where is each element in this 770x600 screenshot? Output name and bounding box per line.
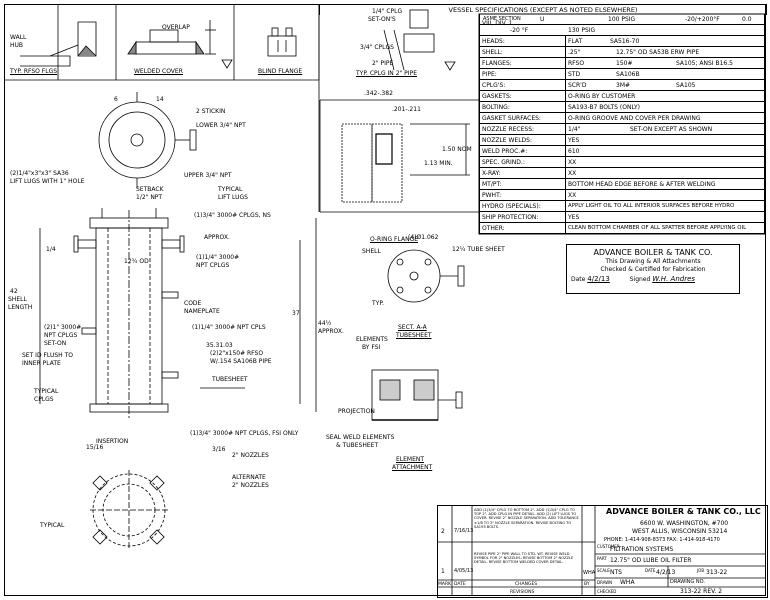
rfso-flange-detail — [20, 21, 97, 67]
spec-row-ship: SHIP PROTECTION:YES — [479, 212, 765, 223]
spec-header: VESSEL SPECIFICATIONS (EXCEPT AS NOTED E… — [319, 4, 767, 15]
label-typ-rfso: TYP. RFSO FLGS — [10, 68, 58, 75]
spec-row-code: ASME SECTION VIII, DIV. 1 U 100 PSIG -20… — [479, 14, 765, 27]
address-line2: WEST ALLIS, WISCONSIN 53214 — [632, 528, 728, 535]
job: 313-22 — [706, 569, 728, 576]
spec-row-cplgs: CPLG'S: SCR'D 3M# SA105 — [479, 80, 765, 91]
revision-1-text: REVISE PIPE 2" PIPE WALL TO STD. WT. REV… — [474, 552, 574, 565]
spec-row-weld-proc: WELD PROC.#:610 — [479, 146, 765, 157]
certification-stamp: ADVANCE BOILER & TANK CO. This Drawing &… — [566, 244, 740, 294]
label-cplg-pipe: TYP. CPLG IN 2" PIPE — [356, 70, 417, 77]
customer: FILTRATION SYSTEMS — [610, 546, 674, 553]
spec-row-bolting: BOLTING:SA193-B7 BOLTS (ONLY) — [479, 102, 765, 113]
spec-row-nozzle-recess: NOZZLE RECESS:1/4"SET-ON EXCEPT AS SHOWN — [479, 124, 765, 135]
phone-fax: PHONE: 1-414-908-8373 FAX: 1-414-918-417… — [604, 537, 720, 543]
cplg-pipe-detail — [383, 9, 456, 71]
spec-row-gaskets: GASKETS:O-RING BY CUSTOMER — [479, 91, 765, 102]
spec-row-flanges: FLANGES: RFSO 150# SA105; ANSI B16.5 — [479, 58, 765, 69]
drawn: WHA — [620, 579, 635, 586]
element-attachment — [371, 369, 463, 421]
scale: NTS — [610, 569, 622, 576]
tb-date: 4/2/13 — [656, 569, 676, 576]
welded-cover-detail — [127, 20, 233, 69]
label-tubesheet: TUBESHEET — [396, 332, 432, 339]
drawing-number: 313-22 REV. 2 — [680, 588, 723, 595]
revision-2-text: ADD (1)3/4" CPLG TO BOTTOM 2". ADD (1)3/… — [474, 508, 579, 529]
titleblock-grid — [437, 505, 766, 596]
label-attachment: ATTACHMENT — [392, 464, 433, 471]
spec-row-mdmt: -20 °F 130 PSIG — [479, 25, 765, 36]
oring-flange-detail — [319, 99, 479, 213]
spec-row-other: OTHER:CLEAN BOTTOM CHAMBER OF ALL SPATTE… — [479, 223, 765, 234]
spec-row-spec-grind: SPEC. GRIND.:XX — [479, 157, 765, 168]
spec-row-xray: X-RAY:XX — [479, 168, 765, 179]
label-element: ELEMENT — [396, 456, 425, 463]
label-sect-aa: SECT. A-A — [398, 324, 427, 331]
spec-row-hydro: HYDRO (SPECIALS):APPLY LIGHT OIL TO ALL … — [479, 201, 765, 212]
label-oring-flange: O-RING FLANGE — [370, 236, 419, 243]
spec-row-shell: SHELL: .25" 12.75" OD SA53B ERW PIPE — [479, 47, 765, 58]
address-line1: 6600 W. WASHINGTON, #700 — [640, 520, 729, 527]
bottom-view — [90, 470, 170, 550]
tubesheet-section — [387, 249, 465, 303]
spec-row-heads: HEADS: FLAT SA516-70 — [479, 36, 765, 47]
spec-row-mtpt: MT/PT:BOTTOM HEAD EDGE BEFORE & AFTER WE… — [479, 179, 765, 190]
spec-row-pipe: PIPE: STD SA106B — [479, 69, 765, 80]
top-view — [98, 92, 197, 188]
part: 12.75" OD LUBE OIL FILTER — [610, 557, 692, 564]
label-blind-flange: BLIND FLANGE — [258, 68, 303, 75]
blind-flange-detail — [267, 27, 297, 57]
label-welded-cover: WELDED COVER — [134, 68, 183, 75]
spec-row-pwht: PWHT:XX — [479, 190, 765, 201]
spec-row-nozzle-welds: NOZZLE WELDS:YES — [479, 135, 765, 146]
vessel-elevation — [39, 208, 317, 420]
company-name: ADVANCE BOILER & TANK CO., LLC — [606, 507, 761, 516]
title-block — [437, 505, 768, 598]
spec-row-gasket-surfaces: GASKET SURFACES:O-RING GROOVE AND COVER … — [479, 113, 765, 124]
